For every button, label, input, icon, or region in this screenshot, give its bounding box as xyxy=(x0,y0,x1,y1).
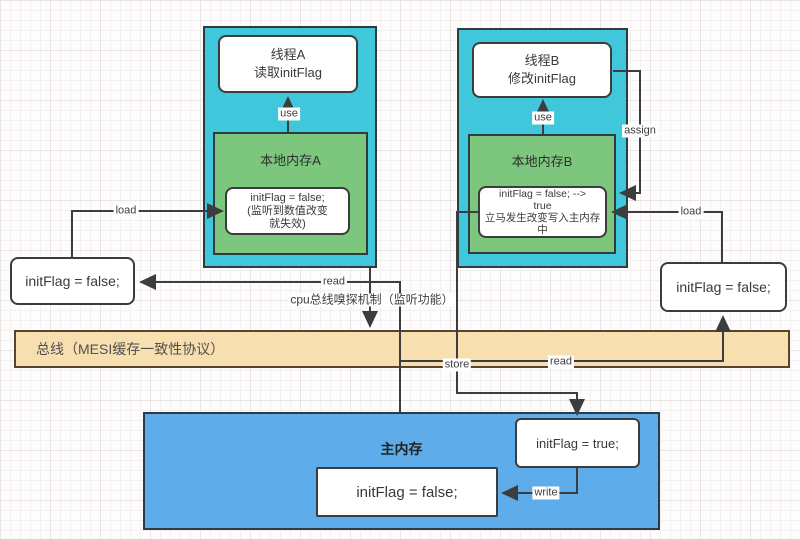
edge-label-write: write xyxy=(532,486,560,500)
thread-a-subtitle: 读取initFlag xyxy=(254,65,322,80)
thread-a-node: 线程A 读取initFlag xyxy=(218,35,358,93)
working-copy-left-box: initFlag = false; xyxy=(10,257,135,305)
edge-label-load-right: load xyxy=(678,205,704,219)
working-copy-right-value: initFlag = false; xyxy=(676,279,771,295)
edge-label-load-left: load xyxy=(113,204,139,218)
load-left-arrow xyxy=(71,203,224,257)
edge-label-use-b: use xyxy=(532,111,554,125)
local-memory-a-value-line: (监听到数值改变 xyxy=(247,204,328,217)
local-memory-b-title: 本地内存B xyxy=(511,154,573,169)
thread-b-subtitle: 修改initFlag xyxy=(508,71,576,86)
edge-label-read-right: read xyxy=(547,355,575,369)
main-memory-false-value: initFlag = false; xyxy=(356,483,458,501)
load-right-arrow xyxy=(611,204,723,262)
edge-label-assign: assign xyxy=(622,124,658,138)
local-memory-b-value-line: 中 xyxy=(537,224,548,236)
local-memory-a-value: initFlag = false; (监听到数值改变 就失效) xyxy=(225,187,350,235)
edge-label-store: store xyxy=(442,358,472,372)
bus-sniff-note: cpu总线嗅探机制（监听功能） xyxy=(288,292,456,307)
working-copy-left-value: initFlag = false; xyxy=(25,273,120,289)
main-memory-true-value: initFlag = true; xyxy=(536,435,619,451)
local-memory-a-value-line: initFlag = false; xyxy=(250,191,325,204)
bus-label: 总线（MESI缓存一致性协议） xyxy=(36,341,225,357)
main-memory-true-box: initFlag = true; xyxy=(515,418,640,468)
local-memory-b-value-line: 立马发生改变写入主内存 xyxy=(484,212,601,224)
local-memory-b-value: initFlag = false; --> true 立马发生改变写入主内存 中 xyxy=(478,186,607,238)
edge-label-read-left: read xyxy=(320,275,348,289)
main-memory-false-box: initFlag = false; xyxy=(316,467,498,517)
thread-b-title: 线程B xyxy=(524,53,560,68)
bus-bar: 总线（MESI缓存一致性协议） xyxy=(14,330,790,368)
edge-label-use-a: use xyxy=(278,107,300,121)
thread-b-node: 线程B 修改initFlag xyxy=(472,42,612,98)
local-memory-a-value-line: 就失效) xyxy=(269,217,306,230)
working-copy-right-box: initFlag = false; xyxy=(660,262,787,312)
local-memory-b-value-line: initFlag = false; --> xyxy=(499,188,586,200)
local-memory-b-value-line: true xyxy=(533,200,552,212)
main-memory-title: 主内存 xyxy=(380,441,423,457)
local-memory-a-title: 本地内存A xyxy=(260,153,321,168)
thread-a-title: 线程A xyxy=(270,47,306,62)
